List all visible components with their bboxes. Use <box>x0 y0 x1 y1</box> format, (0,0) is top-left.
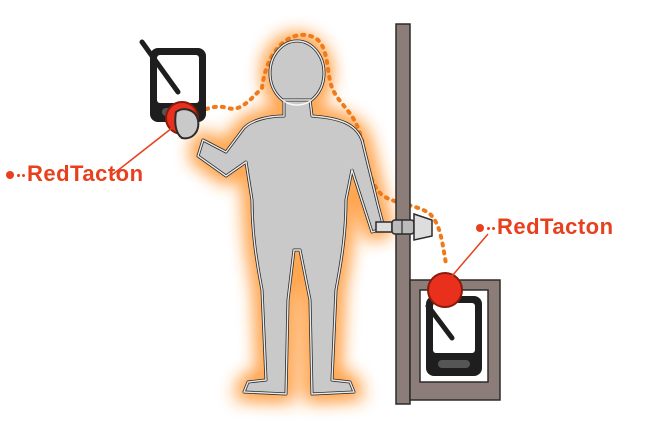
bullet-dot-icon <box>22 173 25 177</box>
door-handle-icon <box>375 212 433 241</box>
bullet-dot-icon <box>487 226 490 230</box>
bullet-dot-icon <box>492 226 495 230</box>
signal-path <box>191 32 448 266</box>
label-text: RedTacton <box>497 214 614 239</box>
label-text: RedTacton <box>27 161 144 186</box>
contact-disc-right <box>427 272 463 308</box>
callout-line-right <box>451 233 489 277</box>
bullet-dot-icon <box>17 173 20 177</box>
pda-right-icon <box>425 296 482 376</box>
bullet-dot-icon <box>476 224 484 233</box>
redtacton-label-right: RedTacton <box>476 216 614 238</box>
bullet-dot-icon <box>6 171 14 180</box>
redtacton-label-left: RedTacton <box>6 163 144 185</box>
callout-line-left <box>111 127 173 176</box>
